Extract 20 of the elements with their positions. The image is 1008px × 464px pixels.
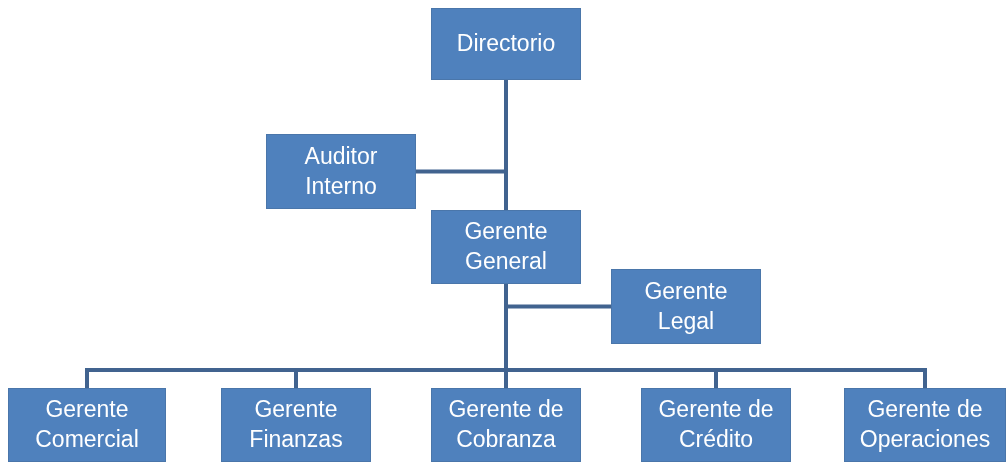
org-box (844, 388, 1006, 462)
role-label: Gerente de Crédito (657, 395, 775, 454)
org-box (266, 134, 416, 209)
role-label: Gerente Legal (643, 276, 729, 336)
role-label: Gerente de Operaciones (858, 395, 992, 454)
org-box (641, 388, 791, 462)
org-box (8, 388, 166, 462)
role-label: Gerente de Cobranza (447, 395, 565, 454)
org-box (221, 388, 371, 462)
role-label: Gerente Finanzas (248, 395, 344, 454)
org-box (431, 388, 581, 462)
role-label: Auditor Interno (303, 141, 379, 201)
role-label: Gerente General (463, 217, 549, 276)
role-label: Gerente Comercial (34, 395, 140, 454)
org-box (431, 210, 581, 284)
connector-line (504, 80, 508, 210)
org-box (431, 8, 581, 80)
role-label: Directorio (456, 29, 556, 59)
connector-line (504, 284, 927, 388)
org-box (611, 269, 761, 344)
